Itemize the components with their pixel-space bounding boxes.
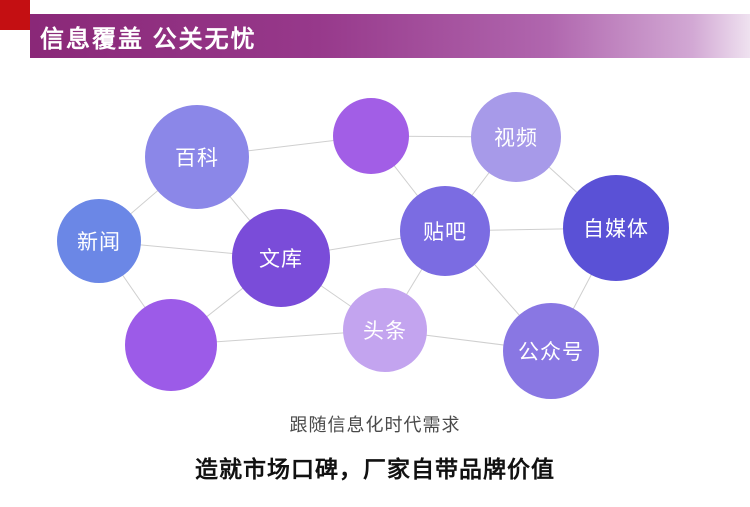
header-bar: 信息覆盖 公关无忧 (30, 14, 750, 58)
diagram-node-news: 新闻 (57, 199, 141, 283)
diagram-node-tieba: 贴吧 (400, 186, 490, 276)
diagram-node-bubble-bottom-left (125, 299, 217, 391)
diagram-node-video: 视频 (471, 92, 561, 182)
diagram-node-toutiao: 头条 (343, 288, 427, 372)
diagram-node-wenku: 文库 (232, 209, 330, 307)
diagram-node-zimeiti: 自媒体 (563, 175, 669, 281)
diagram-node-bubble-top (333, 98, 409, 174)
diagram-subtitle: 跟随信息化时代需求 (289, 415, 461, 435)
diagram-node-baike: 百科 (145, 105, 249, 209)
red-accent-square (0, 0, 30, 30)
diagram-node-gongzhonghao: 公众号 (503, 303, 599, 399)
diagram-main-caption: 造就市场口碑，厂家自带品牌价值 (195, 456, 555, 482)
page-title: 信息覆盖 公关无忧 (40, 25, 257, 53)
